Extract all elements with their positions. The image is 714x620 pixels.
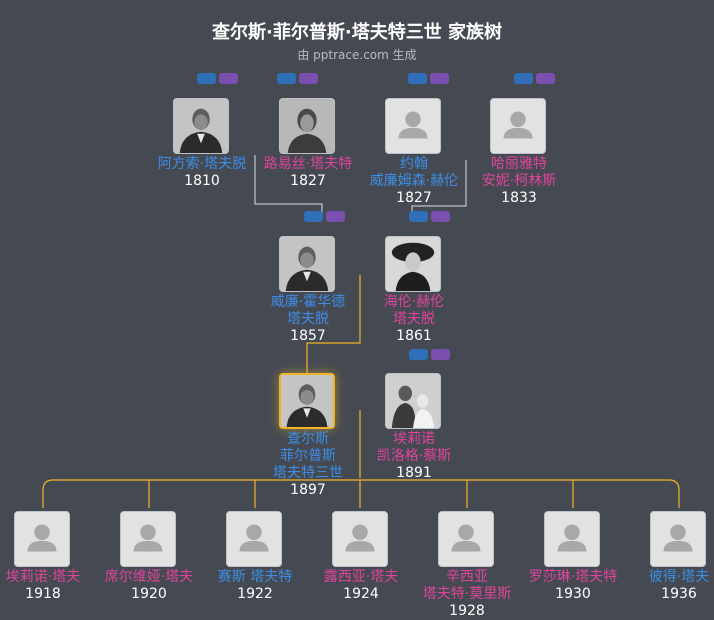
page-subtitle: 由 pptrace.com 生成 xyxy=(297,48,417,62)
expand-relatives-button[interactable] xyxy=(431,211,450,222)
person-name-line: 查尔斯 xyxy=(287,431,329,447)
person-name-line: 约翰 xyxy=(400,156,428,172)
birth-year: 1928 xyxy=(449,603,485,619)
expand-relatives-button[interactable] xyxy=(219,73,238,84)
person-name-line: 彼得·塔夫 xyxy=(648,569,710,585)
branch-buttons-louise[interactable] xyxy=(277,73,321,85)
branch-buttons-helen[interactable] xyxy=(409,211,453,223)
expand-ancestors-button[interactable] xyxy=(514,73,533,84)
person-name-line: 海伦·赫伦 xyxy=(383,294,445,310)
person-name-line: 安妮·柯林斯 xyxy=(481,173,557,189)
expand-ancestors-button[interactable] xyxy=(408,73,427,84)
birth-year: 1920 xyxy=(131,586,167,602)
expand-ancestors-button[interactable] xyxy=(304,211,323,222)
person-name-line: 路易丝·塔夫特 xyxy=(263,156,353,172)
person-name-line: 威廉姆森·赫伦 xyxy=(369,173,459,189)
person-name-line: 菲尔普斯 xyxy=(280,448,336,464)
branch-buttons-harriet[interactable] xyxy=(514,73,558,85)
avatar-placeholder-icon[interactable] xyxy=(490,98,546,154)
person-name-line: 辛西亚 xyxy=(446,569,488,585)
birth-year: 1897 xyxy=(290,482,326,498)
expand-ancestors-button[interactable] xyxy=(277,73,296,84)
birth-year: 1861 xyxy=(396,328,432,344)
person-name-line: 威廉·霍华德 xyxy=(270,294,346,310)
person-name-line: 赛斯 塔夫特 xyxy=(217,569,293,585)
birth-year: 1936 xyxy=(661,586,697,602)
person-name-line: 塔夫脱 xyxy=(287,311,329,327)
person-photo[interactable] xyxy=(385,373,441,429)
expand-ancestors-button[interactable] xyxy=(197,73,216,84)
birth-year: 1827 xyxy=(290,173,326,189)
expand-relatives-button[interactable] xyxy=(326,211,345,222)
person-name-line: 席尔维娅·塔夫 xyxy=(104,569,194,585)
avatar-placeholder-icon[interactable] xyxy=(544,511,600,567)
children-bus xyxy=(42,479,680,508)
expand-ancestors-button[interactable] xyxy=(409,211,428,222)
connector-william-helen xyxy=(306,275,361,373)
avatar-placeholder-icon[interactable] xyxy=(650,511,706,567)
birth-year: 1891 xyxy=(396,465,432,481)
person-photo[interactable] xyxy=(173,98,229,154)
birth-year: 1924 xyxy=(343,586,379,602)
branch-buttons-william[interactable] xyxy=(304,211,348,223)
birth-year: 1827 xyxy=(396,190,432,206)
connector-john-harriet xyxy=(411,160,467,213)
birth-year: 1857 xyxy=(290,328,326,344)
avatar-placeholder-icon[interactable] xyxy=(438,511,494,567)
birth-year: 1810 xyxy=(184,173,220,189)
expand-ancestors-button[interactable] xyxy=(409,349,428,360)
person-name-line: 罗莎琳·塔夫特 xyxy=(528,569,618,585)
person-name-line: 露西亚·塔夫 xyxy=(323,569,399,585)
avatar-placeholder-icon[interactable] xyxy=(332,511,388,567)
person-name-line: 埃莉诺 xyxy=(393,431,435,447)
branch-buttons-eleanor[interactable] xyxy=(409,349,453,361)
branch-buttons-paternal[interactable] xyxy=(197,73,241,85)
connector-alphonso-louise xyxy=(254,155,323,213)
person-name-line: 塔夫特三世 xyxy=(273,465,343,481)
birth-year: 1930 xyxy=(555,586,591,602)
branch-buttons-john[interactable] xyxy=(408,73,452,85)
expand-relatives-button[interactable] xyxy=(431,349,450,360)
person-name-line: 哈丽雅特 xyxy=(491,156,547,172)
avatar-placeholder-icon[interactable] xyxy=(385,98,441,154)
person-name-line: 阿方索·塔夫脱 xyxy=(157,156,247,172)
birth-year: 1918 xyxy=(25,586,61,602)
person-photo[interactable] xyxy=(279,373,335,429)
person-photo[interactable] xyxy=(385,236,441,292)
expand-relatives-button[interactable] xyxy=(430,73,449,84)
person-name-line: 凯洛格·蔡斯 xyxy=(376,448,452,464)
person-name-line: 埃莉诺·塔夫 xyxy=(5,569,81,585)
person-name-line: 塔夫特·莫里斯 xyxy=(422,586,512,602)
birth-year: 1922 xyxy=(237,586,273,602)
person-photo[interactable] xyxy=(279,236,335,292)
avatar-placeholder-icon[interactable] xyxy=(14,511,70,567)
avatar-placeholder-icon[interactable] xyxy=(120,511,176,567)
page-title: 查尔斯·菲尔普斯·塔夫特三世 家族树 xyxy=(212,22,502,43)
expand-relatives-button[interactable] xyxy=(299,73,318,84)
person-photo[interactable] xyxy=(279,98,335,154)
avatar-placeholder-icon[interactable] xyxy=(226,511,282,567)
expand-relatives-button[interactable] xyxy=(536,73,555,84)
person-name-line: 塔夫脱 xyxy=(393,311,435,327)
birth-year: 1833 xyxy=(501,190,537,206)
